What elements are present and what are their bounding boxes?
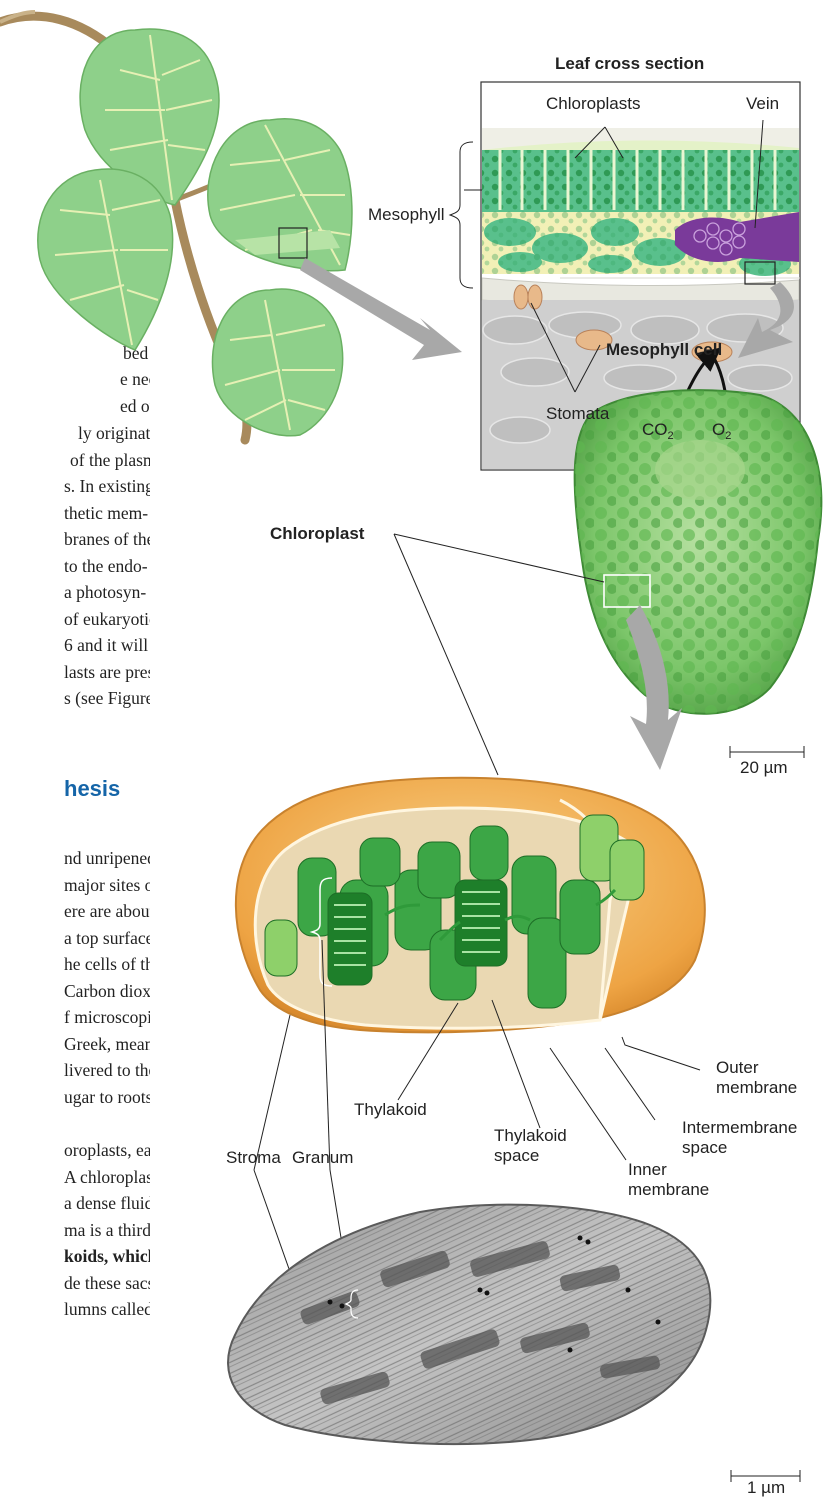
text-line: koids, which xyxy=(64,1248,150,1266)
text-line: bed xyxy=(123,345,148,363)
thylakoid-label: Thylakoid xyxy=(354,1100,427,1120)
mesophyll-cell xyxy=(575,390,822,714)
inner-membrane-label: Inner membrane xyxy=(628,1160,709,1199)
text-line: oroplasts, each xyxy=(64,1142,150,1160)
text-line: nd unripened xyxy=(64,850,150,868)
chloroplasts-label: Chloroplasts xyxy=(546,94,641,114)
text-line: Carbon diox- xyxy=(64,983,150,1001)
co2-subscript: 2 xyxy=(668,430,674,442)
text-line: e nec- xyxy=(120,371,150,389)
chloroplast-label: Chloroplast xyxy=(270,524,364,544)
text-line: Greek, mean- xyxy=(64,1036,150,1054)
text-line: major sites of xyxy=(64,877,150,895)
text-line: of eukaryotic xyxy=(64,611,150,629)
text-line: de these sacs. xyxy=(64,1275,150,1293)
text-line: ugar to roots xyxy=(64,1089,150,1107)
o2-label: O2 xyxy=(712,420,731,443)
text-line: s (see Figure xyxy=(64,690,150,708)
text-line: f microscopic xyxy=(64,1009,150,1027)
scale-bar-20 xyxy=(730,746,804,758)
text-line: s. In existing xyxy=(64,478,150,496)
text-line: ly originated xyxy=(78,425,150,443)
scale-1-label: 1 µm xyxy=(747,1478,785,1498)
text-line: livered to the xyxy=(64,1062,150,1080)
body-text-column: bed e nec- ed out effi- ly originated of… xyxy=(0,0,150,1500)
o2-subscript: 2 xyxy=(725,430,731,442)
text-line: branes of the xyxy=(64,531,150,549)
leaf-cross-section-title: Leaf cross section xyxy=(555,54,704,74)
leaf-right xyxy=(208,119,352,271)
granum-label: Granum xyxy=(292,1148,353,1168)
text-line: a dense fluid xyxy=(64,1195,150,1213)
text-line: lumns called xyxy=(64,1301,150,1319)
leaf-bottom xyxy=(212,289,342,436)
text-line: thetic mem- xyxy=(64,505,148,523)
mesophyll-label: Mesophyll xyxy=(368,205,445,225)
vein-label: Vein xyxy=(746,94,779,114)
o2-base: O xyxy=(712,420,725,439)
thylakoid-space-label: Thylakoid space xyxy=(494,1126,567,1165)
text-line: ma is a third xyxy=(64,1222,150,1240)
text-line: a top surface xyxy=(64,930,150,948)
stroma-label: Stroma xyxy=(226,1148,281,1168)
text-line: to the endo- xyxy=(64,558,148,576)
intermembrane-space-label: Intermembrane space xyxy=(682,1118,797,1157)
co2-label: CO2 xyxy=(642,420,674,443)
stomata-label: Stomata xyxy=(546,404,609,424)
co2-base: CO xyxy=(642,420,668,439)
chloroplast-micrograph xyxy=(228,1205,710,1444)
text-line: a photosyn- xyxy=(64,584,146,602)
scale-20-label: 20 µm xyxy=(740,758,788,778)
outer-membrane-label: Outer membrane xyxy=(716,1058,797,1097)
text-line: A chloroplast xyxy=(64,1169,150,1187)
section-heading: hesis xyxy=(64,776,120,802)
mesophyll-cell-label: Mesophyll cell xyxy=(606,340,722,360)
text-line: 6 and it will xyxy=(64,637,148,655)
chloroplast-3d xyxy=(236,778,705,1033)
text-line: ed out effi- xyxy=(120,398,150,416)
text-line: he cells of the xyxy=(64,956,150,974)
mesophyll-brace xyxy=(450,142,473,288)
text-line: of the plasma xyxy=(70,452,150,470)
text-line: ere are about xyxy=(64,903,150,921)
